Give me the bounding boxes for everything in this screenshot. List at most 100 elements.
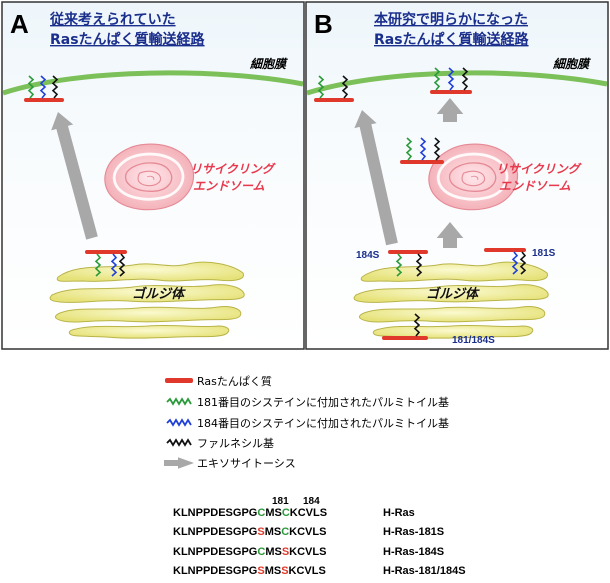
- legend-label-farnesyl: ファルネシル基: [197, 437, 274, 450]
- panel-b-membrane: [306, 70, 608, 96]
- farnesyl-chain: [341, 75, 349, 99]
- sequence-segment: S: [282, 546, 289, 558]
- ras-181s-at-golgi: [484, 248, 527, 275]
- ras-protein-bar: [382, 336, 428, 340]
- sequence-segment: KLNPPDESGPG: [173, 507, 257, 519]
- ras-wt-at-membrane: [430, 67, 472, 94]
- palmitoyl-181-chain: [433, 67, 441, 91]
- arrow-shape: [164, 457, 194, 469]
- palmitoyl-184-chain: [511, 251, 519, 275]
- panel-a-letter: A: [10, 9, 29, 39]
- panel-a-exocytosis-arrows: [51, 111, 98, 240]
- panel-b: B 本研究で明らかになった Rasたんぱく質輸送経路 細胞膜 リサイクリング エ…: [305, 1, 609, 350]
- ras-184s-at-membrane: [314, 75, 354, 102]
- legend-icon-zigzag: [166, 438, 192, 447]
- farnesyl-chain: [413, 313, 421, 337]
- farnesyl-chain: [118, 253, 126, 277]
- panel-a-title-line1: 従来考えられていた: [49, 11, 176, 28]
- ras-protein-bar: [24, 98, 64, 102]
- panel-b-endosome: [427, 142, 520, 212]
- panel-b-label-181s: 181S: [532, 248, 556, 259]
- sequence-row: KLNPPDESGPGCMSCKCVLS: [173, 507, 327, 519]
- panel-a-golgi-label: ゴルジ体: [132, 286, 186, 302]
- panel-a-endosome-label-line2: エンドソーム: [193, 179, 265, 193]
- farnesyl-chain: [415, 253, 423, 277]
- palmitoyl-181-chain: [94, 253, 102, 277]
- ras-at-membrane: [24, 75, 64, 102]
- exocytosis-arrow-direct: [354, 110, 398, 246]
- arrow-shape: [51, 111, 98, 240]
- panel-b-label-181-184s: 181/184S: [452, 335, 495, 346]
- sequence-row: KLNPPDESGPGSMSCKCVLS: [173, 526, 326, 538]
- legend-icon-ras-bar: [165, 378, 193, 383]
- legend-icons: [164, 378, 194, 469]
- sequence-variant-name: H-Ras: [383, 507, 415, 519]
- legend-icon-arrow: [164, 457, 194, 469]
- sequence-variant-name: H-Ras-181S: [383, 526, 444, 538]
- legend: Rasたんぱく質 181番目のシステインに付加されたパルミトイル基 184番目の…: [164, 374, 449, 470]
- palmitoyl-184-chain: [39, 75, 47, 99]
- sequence-segment: KCVLS: [289, 526, 326, 538]
- exocytosis-arrow-to-membrane: [436, 98, 464, 122]
- legend-label-ras: Rasたんぱく質: [197, 374, 272, 388]
- ras-protein-bar: [314, 98, 354, 102]
- sequence-segment: KCVLS: [289, 565, 326, 577]
- panel-b-exocytosis-arrows: [354, 98, 464, 248]
- sequence-segment: MS: [265, 565, 282, 577]
- legend-label-exocytosis: エキソサイトーシス: [197, 457, 296, 470]
- palmitoyl-181-chain: [395, 253, 403, 277]
- residue-number-181: 181: [272, 496, 289, 507]
- ras-protein-bar: [484, 248, 526, 252]
- palmitoyl-181-chain: [27, 75, 35, 99]
- panel-b-label-184s: 184S: [356, 250, 380, 261]
- ras-protein-bar: [388, 250, 428, 254]
- panel-b-golgi-label: ゴルジ体: [426, 286, 480, 302]
- sequence-segment: KLNPPDESGPG: [173, 565, 257, 577]
- farnesyl-chain: [433, 137, 441, 161]
- ras-protein-bar: [400, 160, 444, 164]
- sequence-segment: C: [257, 546, 265, 558]
- sequence-row: KLNPPDESGPGCMSSKCVLS: [173, 546, 326, 558]
- legend-label-palm184: 184番目のシステインに付加されたパルミトイル基: [197, 417, 449, 430]
- sequence-segment: S: [257, 526, 264, 538]
- palmitoyl-184-chain: [419, 137, 427, 161]
- ras-181-184s: [382, 313, 428, 340]
- sequence-segment: S: [281, 565, 288, 577]
- panel-a-ras-proteins: [24, 75, 127, 277]
- farnesyl-chain: [519, 251, 527, 275]
- panel-b-letter: B: [314, 9, 333, 39]
- sequence-segment: KLNPPDESGPG: [173, 546, 257, 558]
- sequence-segment: MS: [265, 526, 282, 538]
- arrow-shape: [436, 98, 464, 122]
- legend-icon-zigzag: [166, 418, 192, 427]
- sequence-segment: S: [257, 565, 264, 577]
- panel-a-membrane-label: 細胞膜: [249, 57, 288, 71]
- sequence-segment: C: [281, 526, 289, 538]
- palmitoyl-181-chain: [317, 75, 325, 99]
- panel-b-endosome-label-line1: リサイクリング: [496, 162, 582, 176]
- arrow-shape: [436, 222, 464, 248]
- ras-protein-bar: [85, 250, 127, 254]
- ras-at-golgi: [85, 250, 127, 277]
- palmitoyl-184-chain: [110, 253, 118, 277]
- arrow-shape: [354, 110, 398, 246]
- sequence-row: KLNPPDESGPGSMSSKCVLS: [173, 565, 326, 577]
- exocytosis-arrow: [51, 111, 98, 240]
- farnesyl-chain: [51, 75, 59, 99]
- panel-a-endosome-label-line1: リサイクリング: [190, 162, 276, 176]
- residue-number-184: 184: [303, 496, 320, 507]
- panel-b-title-line2: Rasたんぱく質輸送経路: [374, 31, 530, 48]
- panel-a-endosome: [103, 142, 196, 212]
- legend-icon-zigzag: [166, 397, 192, 406]
- sequence-segment: KLNPPDESGPG: [173, 526, 257, 538]
- sequence-segment: KCVLS: [289, 546, 326, 558]
- sequence-segment: C: [257, 507, 265, 519]
- sequence-segment: MS: [265, 546, 282, 558]
- panel-b-ras-proteins: [314, 67, 527, 340]
- palmitoyl-184-chain: [447, 67, 455, 91]
- panel-b-membrane-label: 細胞膜: [552, 57, 591, 71]
- legend-label-palm181: 181番目のシステインに付加されたパルミトイル基: [197, 396, 449, 409]
